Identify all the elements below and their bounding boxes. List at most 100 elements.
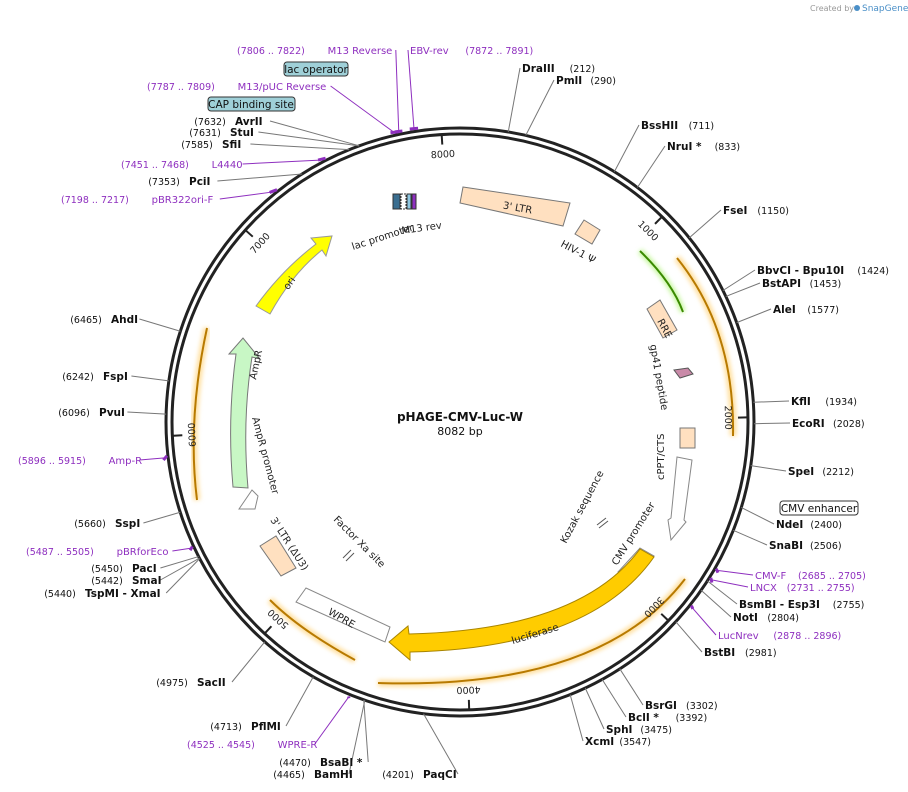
snapgene-logo-icon bbox=[854, 5, 860, 11]
enzyme-name[interactable]: PaqCI bbox=[423, 769, 457, 781]
feature-factor-xa[interactable] bbox=[342, 549, 352, 559]
cmv-enhancer-box[interactable] bbox=[779, 500, 859, 516]
primer-range: (7451 .. 7468) bbox=[121, 160, 189, 171]
primer-range: (7198 .. 7217) bbox=[61, 195, 129, 206]
feature-gp41-peptide[interactable] bbox=[673, 367, 694, 379]
enzyme-name[interactable]: BamHI bbox=[314, 769, 353, 781]
orf-arc-green[interactable] bbox=[639, 250, 684, 313]
enzyme-position: (2804) bbox=[767, 613, 799, 624]
feature-ampr[interactable] bbox=[227, 337, 262, 489]
feature-lac-promoter[interactable] bbox=[400, 193, 407, 210]
feature-lac-operator[interactable] bbox=[406, 193, 412, 210]
enzyme-name[interactable]: NotI bbox=[733, 612, 758, 624]
primer-name[interactable]: pBRforEco bbox=[117, 547, 169, 558]
enzyme-name[interactable]: AvrII bbox=[235, 116, 263, 128]
enzyme-leader-line bbox=[127, 411, 167, 415]
enzyme-name[interactable]: FseI bbox=[723, 205, 747, 217]
enzyme-name[interactable]: PmlI bbox=[556, 75, 582, 87]
enzyme-leader-line bbox=[733, 529, 768, 546]
enzyme-name[interactable]: PflMI bbox=[251, 721, 281, 733]
lac-operator-label: lac operator bbox=[284, 64, 348, 76]
enzyme-name[interactable]: AhdI bbox=[111, 314, 138, 326]
feature-kozak[interactable] bbox=[596, 517, 607, 526]
enzyme-position: (4470) bbox=[279, 758, 311, 769]
orf-arc-4[interactable] bbox=[192, 327, 208, 501]
feature-ori[interactable] bbox=[255, 235, 333, 315]
enzyme-name[interactable]: XcmI bbox=[585, 736, 614, 748]
enzyme-position: (1424) bbox=[857, 266, 889, 277]
primer-leader-line bbox=[395, 49, 400, 133]
enzyme-name[interactable]: SspI bbox=[115, 518, 140, 530]
enzyme-name[interactable]: AleI bbox=[773, 304, 796, 316]
enzyme-name[interactable]: SnaBI bbox=[769, 540, 803, 552]
enzyme-leader-line bbox=[741, 507, 775, 525]
primer-marker[interactable] bbox=[390, 130, 400, 135]
primer-name[interactable]: Amp-R bbox=[109, 456, 143, 467]
feature-ampr-promoter[interactable] bbox=[238, 489, 259, 510]
primer-range: (7787 .. 7809) bbox=[147, 82, 215, 93]
enzyme-name[interactable]: NdeI bbox=[776, 519, 803, 531]
enzyme-name[interactable]: TspMI - XmaI bbox=[85, 588, 161, 600]
enzyme-name[interactable]: BsaBI * bbox=[320, 757, 363, 769]
primer-name[interactable]: EBV-rev bbox=[410, 46, 449, 57]
feature-m13-rev[interactable] bbox=[411, 193, 417, 210]
enzyme-name[interactable]: FspI bbox=[103, 371, 128, 383]
primer-name[interactable]: L4440 bbox=[212, 160, 243, 171]
enzyme-position: (7632) bbox=[194, 117, 226, 128]
enzyme-name[interactable]: BstBI bbox=[704, 647, 735, 659]
feature-rre[interactable] bbox=[646, 299, 678, 339]
primer-name[interactable]: pBR322ori-F bbox=[152, 195, 214, 206]
feature-3ltr-du3[interactable] bbox=[259, 535, 297, 577]
primer-name[interactable]: M13/pUC Reverse bbox=[238, 82, 327, 93]
enzyme-name[interactable]: SacII bbox=[197, 677, 226, 689]
orf-arc-3[interactable] bbox=[269, 599, 356, 661]
enzyme-name[interactable]: BclI * bbox=[628, 712, 659, 724]
enzyme-leader-line bbox=[165, 558, 201, 594]
enzyme-name[interactable]: PciI bbox=[189, 176, 210, 188]
enzyme-name[interactable]: KflI bbox=[791, 396, 811, 408]
enzyme-name[interactable]: BbvCI - Bpu10I bbox=[757, 265, 844, 277]
feature-luciferase[interactable] bbox=[388, 548, 655, 662]
primer-name[interactable]: LucNrev bbox=[718, 631, 759, 642]
enzyme-name[interactable]: SphI bbox=[606, 724, 632, 736]
feature-hiv1-psi[interactable] bbox=[574, 219, 601, 245]
primer-name[interactable]: M13 Reverse bbox=[328, 46, 393, 57]
enzyme-name[interactable]: EcoRI bbox=[792, 418, 825, 430]
enzyme-name[interactable]: BsrGI bbox=[645, 700, 677, 712]
primer-name[interactable]: WPRE-R bbox=[278, 740, 318, 751]
primer-name[interactable]: CMV-F bbox=[755, 571, 786, 582]
created-by-text: Created by bbox=[810, 4, 854, 13]
feature-cap-binding-site[interactable] bbox=[392, 193, 401, 210]
enzyme-name[interactable]: BstAPI bbox=[762, 278, 801, 290]
enzyme-name[interactable]: NruI * bbox=[667, 141, 702, 153]
feature-3ltr[interactable] bbox=[459, 186, 571, 227]
orf-arc-2[interactable] bbox=[377, 578, 686, 685]
enzyme-position: (5660) bbox=[74, 519, 106, 530]
enzyme-name[interactable]: PvuI bbox=[99, 407, 125, 419]
enzyme-name[interactable]: SfiI bbox=[222, 139, 241, 151]
enzyme-labels: DraIII(212)PmlI(290)BssHII(711)NruI *(83… bbox=[44, 63, 889, 781]
orf-arc-1[interactable] bbox=[676, 257, 735, 437]
feature-wpre[interactable] bbox=[295, 587, 391, 643]
enzyme-leader-line bbox=[675, 621, 703, 653]
primer-range: (2731 .. 2755) bbox=[787, 583, 855, 594]
primer-leader-line bbox=[314, 696, 350, 745]
primer-name[interactable]: LNCX bbox=[750, 583, 777, 594]
enzyme-name[interactable]: SpeI bbox=[788, 466, 814, 478]
primer-range: (5487 .. 5505) bbox=[26, 547, 94, 558]
enzyme-name[interactable]: BsmBI - Esp3I bbox=[739, 599, 820, 611]
backbone-inner-ring bbox=[170, 132, 750, 712]
feature-cmv-enhancer[interactable] bbox=[667, 456, 693, 542]
feature-cppt-cts[interactable] bbox=[679, 427, 696, 449]
cap-binding-site-box[interactable] bbox=[207, 96, 296, 112]
enzyme-name[interactable]: SmaI bbox=[132, 575, 162, 587]
enzyme-name[interactable]: PacI bbox=[132, 563, 157, 575]
lac-operator-box[interactable] bbox=[283, 61, 349, 77]
tick-mark bbox=[264, 625, 273, 634]
enzyme-name[interactable]: BssHII bbox=[641, 120, 678, 132]
enzyme-name[interactable]: DraIII bbox=[522, 63, 555, 75]
enzyme-position: (711) bbox=[689, 121, 715, 132]
enzyme-position: (2981) bbox=[745, 648, 777, 659]
enzyme-leader-line bbox=[525, 79, 555, 136]
enzyme-name[interactable]: StuI bbox=[230, 127, 254, 139]
